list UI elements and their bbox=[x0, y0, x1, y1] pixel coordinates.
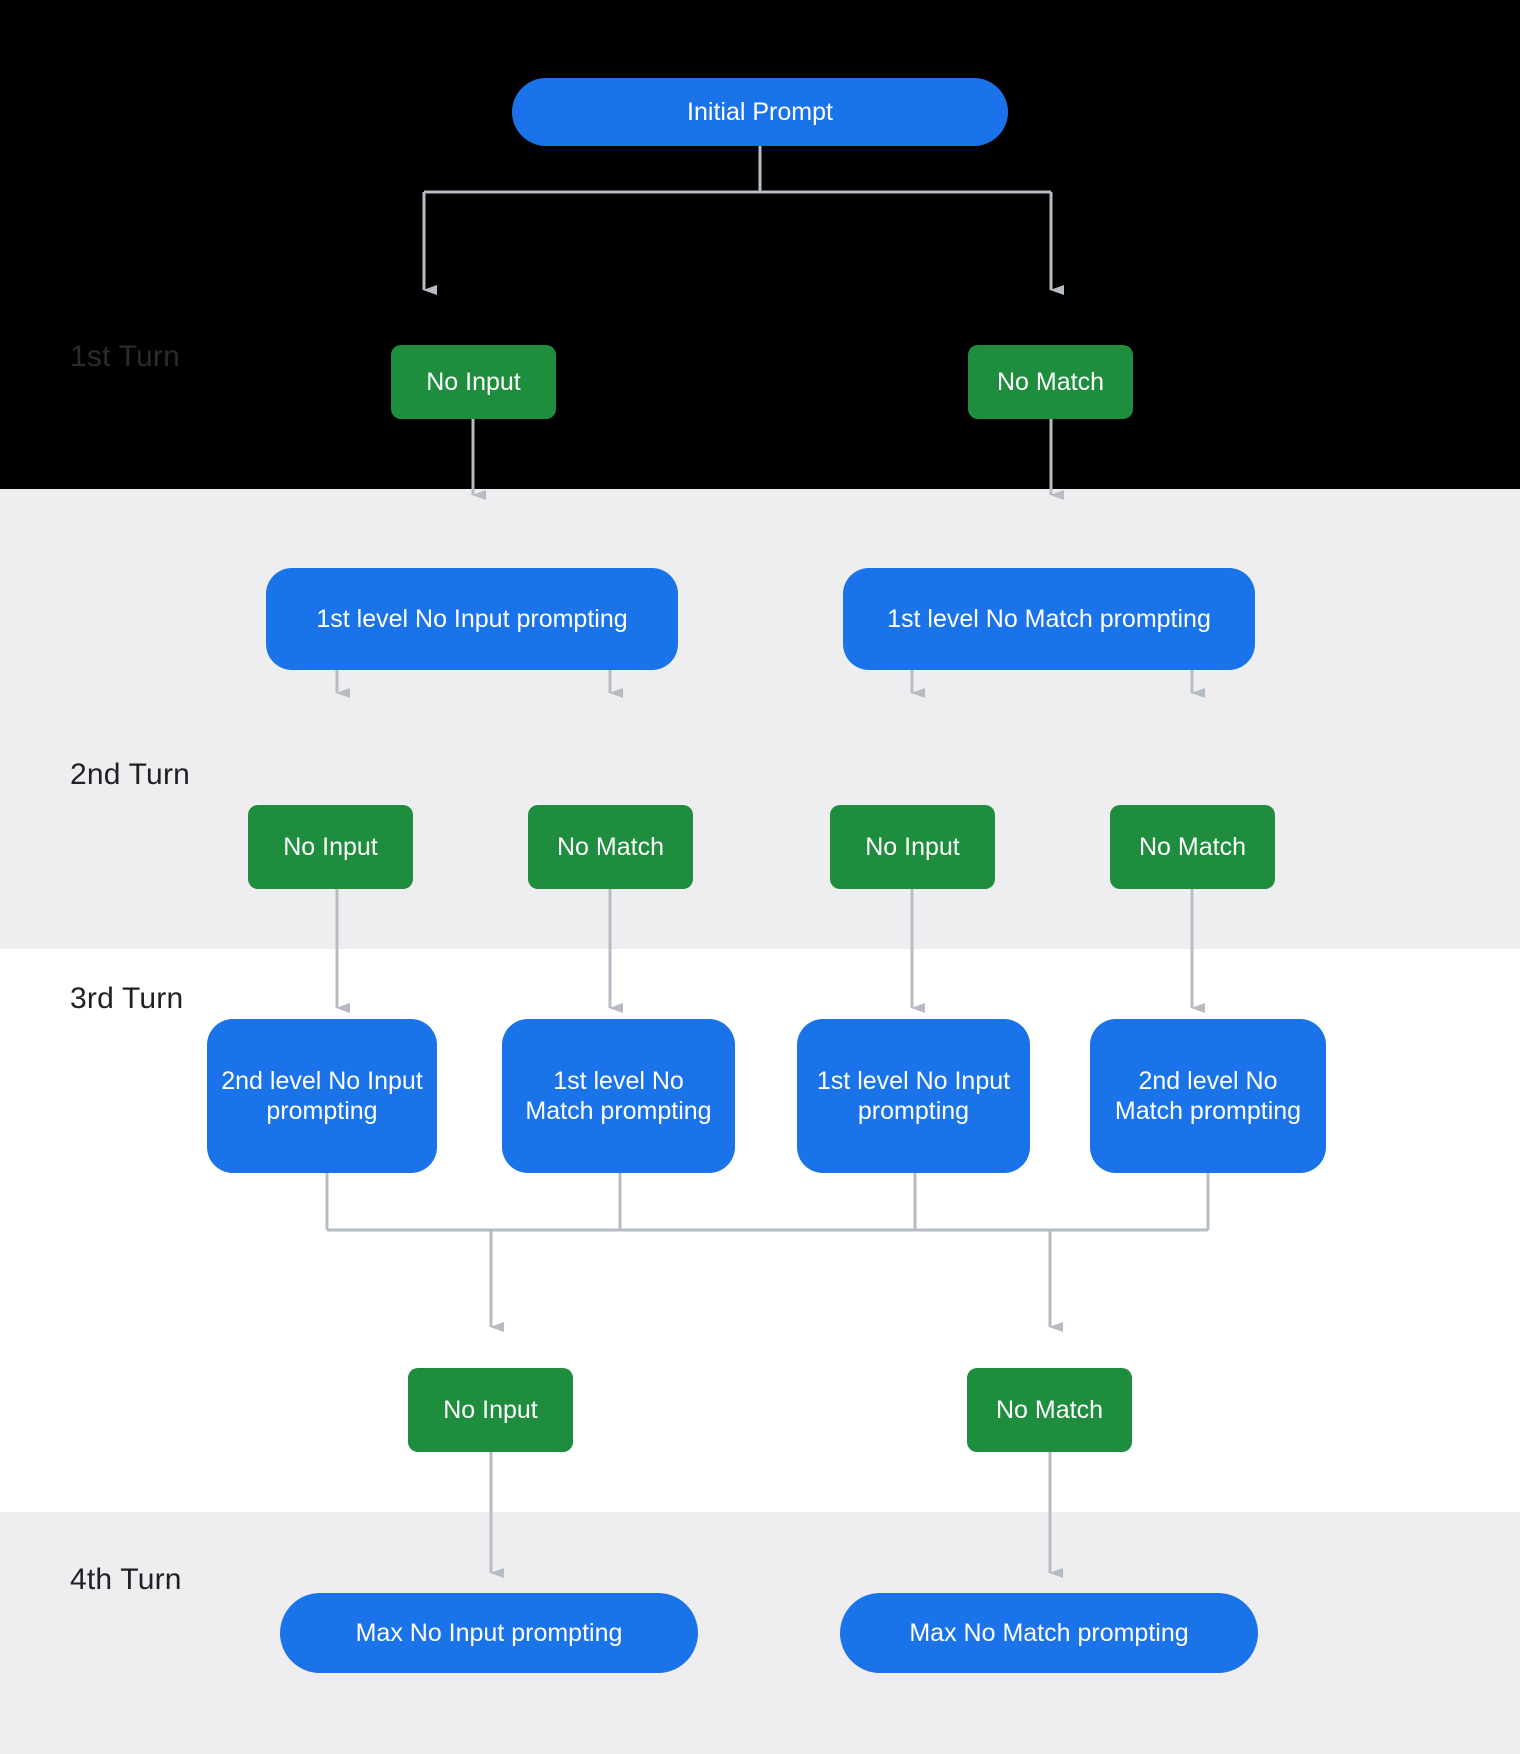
node-t2-no-match-a[interactable]: No Match bbox=[528, 805, 693, 889]
band-1st-turn bbox=[0, 0, 1520, 489]
node-t4-max-no-match-prompting[interactable]: Max No Match prompting bbox=[840, 1593, 1258, 1673]
node-t2-no-input-b[interactable]: No Input bbox=[830, 805, 995, 889]
node-t2-no-match-b[interactable]: No Match bbox=[1110, 805, 1275, 889]
node-t3-2nd-level-no-input-prompting[interactable]: 2nd level No Input prompting bbox=[207, 1019, 437, 1173]
node-t3-no-match[interactable]: No Match bbox=[967, 1368, 1132, 1452]
node-t2-1st-level-no-match-prompting[interactable]: 1st level No Match prompting bbox=[843, 568, 1255, 670]
node-t3-1st-level-no-input-prompting[interactable]: 1st level No Input prompting bbox=[797, 1019, 1030, 1173]
node-t3-1st-level-no-match-prompting[interactable]: 1st level No Match prompting bbox=[502, 1019, 735, 1173]
band-2nd-turn bbox=[0, 489, 1520, 949]
node-t2-1st-level-no-input-prompting[interactable]: 1st level No Input prompting bbox=[266, 568, 678, 670]
band-4th-turn bbox=[0, 1512, 1520, 1754]
node-t4-max-no-input-prompting[interactable]: Max No Input prompting bbox=[280, 1593, 698, 1673]
turn-label-2nd: 2nd Turn bbox=[70, 758, 191, 791]
node-t3-2nd-level-no-match-prompting[interactable]: 2nd level No Match prompting bbox=[1090, 1019, 1326, 1173]
node-initial-prompt[interactable]: Initial Prompt bbox=[512, 78, 1008, 146]
node-t1-no-input[interactable]: No Input bbox=[391, 345, 556, 419]
node-t1-no-match[interactable]: No Match bbox=[968, 345, 1133, 419]
node-t2-no-input-a[interactable]: No Input bbox=[248, 805, 413, 889]
turn-label-1st: 1st Turn bbox=[70, 340, 180, 373]
turn-label-4th: 4th Turn bbox=[70, 1563, 182, 1596]
turn-label-3rd: 3rd Turn bbox=[70, 982, 184, 1015]
node-t3-no-input[interactable]: No Input bbox=[408, 1368, 573, 1452]
